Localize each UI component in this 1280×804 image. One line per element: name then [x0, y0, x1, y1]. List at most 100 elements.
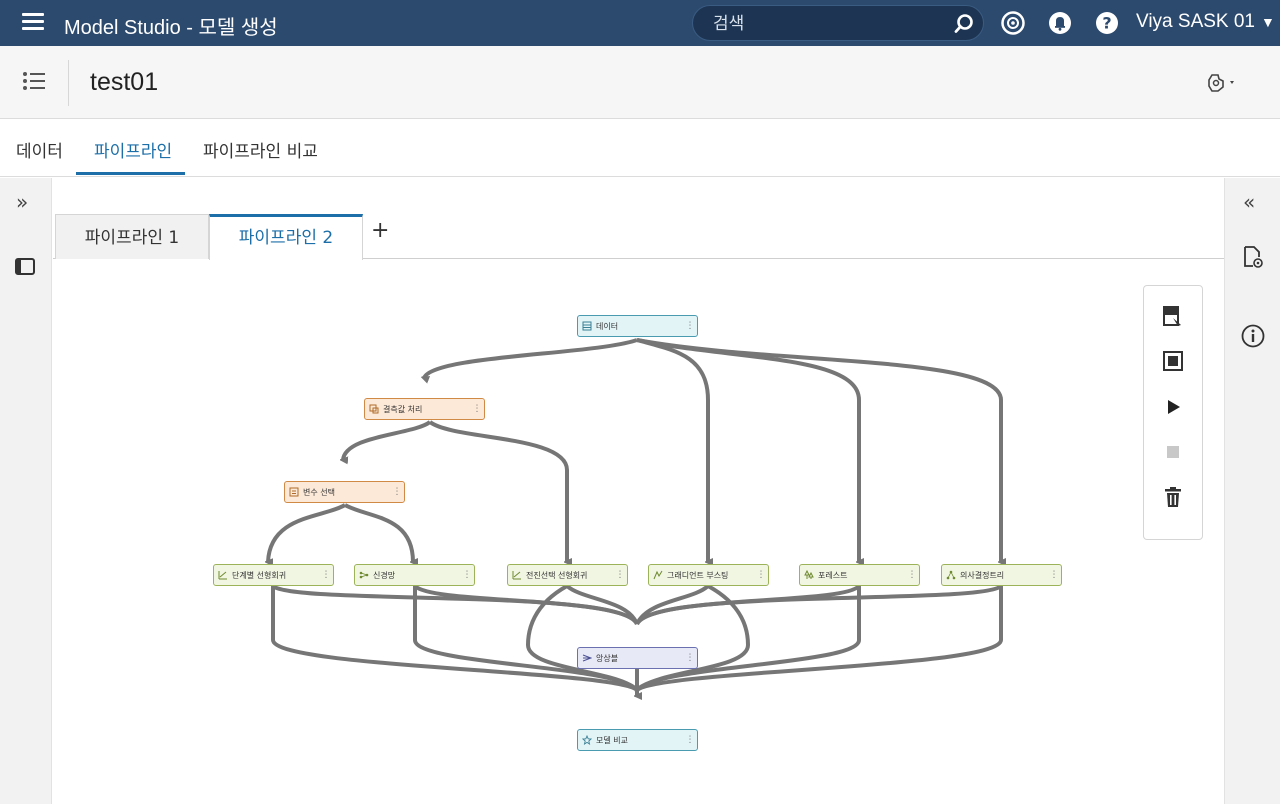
pipeline-tabs: 파이프라인 1 파이프라인 2 + — [53, 214, 1224, 260]
project-header: test01 — [0, 46, 1280, 119]
history-icon[interactable] — [1000, 10, 1026, 36]
node-menu-icon[interactable]: ⋮ — [392, 487, 402, 497]
edit-node-icon[interactable] — [1161, 304, 1185, 328]
data-icon — [582, 321, 592, 331]
search-input[interactable] — [713, 13, 943, 35]
collapse-right-panel-icon[interactable]: « — [1243, 190, 1256, 214]
node-label: 결측값 처리 — [383, 404, 423, 414]
node-impute[interactable]: 결측값 처리 ⋮ — [364, 398, 485, 420]
node-label: 모델 비교 — [596, 735, 628, 745]
node-variable-selection[interactable]: 변수 선택 ⋮ — [284, 481, 405, 503]
node-menu-icon[interactable]: ⋮ — [462, 570, 472, 580]
node-forest[interactable]: 포레스트 ⋮ — [799, 564, 920, 586]
bell-icon[interactable] — [1047, 10, 1073, 36]
node-label: 그래디언트 부스팅 — [667, 570, 729, 580]
edge-data-impute — [424, 338, 638, 378]
edge-stepwise-compare — [271, 586, 637, 690]
help-icon[interactable]: ? — [1094, 10, 1120, 36]
node-gradient-boosting[interactable]: 그래디언트 부스팅 ⋮ — [648, 564, 769, 586]
edge-forest-ensemble — [635, 584, 861, 626]
tab-data[interactable]: 데이터 — [16, 142, 63, 162]
pipeline-toolbar — [1143, 285, 1203, 540]
left-panel: » — [0, 178, 52, 804]
node-model-comparison[interactable]: 모델 비교 ⋮ — [577, 729, 698, 751]
variable-selection-icon — [289, 487, 299, 497]
edge-data-gboost — [636, 338, 708, 562]
node-menu-icon[interactable]: ⋮ — [756, 570, 766, 580]
node-menu-icon[interactable]: ⋮ — [685, 735, 695, 745]
expand-left-panel-icon[interactable]: » — [16, 190, 29, 214]
pipeline-tab-1[interactable]: 파이프라인 1 — [55, 214, 209, 259]
active-tab-indicator — [76, 172, 185, 175]
search-box[interactable] — [692, 5, 984, 41]
list-icon[interactable] — [22, 70, 46, 92]
regression-icon — [512, 571, 521, 580]
select-all-icon[interactable] — [1161, 349, 1185, 373]
node-label: 앙상블 — [596, 653, 619, 663]
edge-data-forest — [636, 338, 859, 562]
tab-pipeline[interactable]: 파이프라인 — [94, 142, 173, 162]
node-label: 신경망 — [373, 570, 396, 580]
node-menu-icon[interactable]: ⋮ — [907, 570, 917, 580]
model-comparison-icon — [582, 735, 592, 745]
node-label: 포레스트 — [818, 570, 848, 580]
node-label: 단계별 선형회귀 — [232, 570, 287, 580]
user-menu[interactable]: Viya SASK 01 ▼ — [1136, 11, 1275, 33]
svg-text:?: ? — [1102, 14, 1111, 33]
pipeline-edges — [53, 338, 1224, 804]
tab-pipeline-compare[interactable]: 파이프라인 비교 — [203, 142, 318, 162]
node-data[interactable]: 데이터 ⋮ — [577, 315, 698, 337]
node-label: 데이터 — [596, 321, 619, 331]
panel-toggle-icon[interactable] — [13, 254, 39, 280]
pipeline-canvas[interactable]: 데이터 ⋮ 결측값 처리 ⋮ 변수 선택 ⋮ 단계별 선형회귀 ⋮ 신경망 ⋮ … — [53, 260, 1224, 804]
node-label: 전진선택 선형회귀 — [526, 570, 588, 580]
node-ensemble[interactable]: 앙상블 ⋮ — [577, 647, 698, 669]
neural-network-icon — [359, 571, 369, 579]
edge-impute-varsel — [343, 420, 432, 460]
edge-impute-forward — [428, 420, 567, 562]
edge-data-dtree — [636, 338, 1001, 562]
edge-forest-compare — [635, 586, 861, 692]
header-divider — [68, 60, 69, 106]
decision-tree-icon — [946, 570, 956, 580]
node-menu-icon[interactable]: ⋮ — [615, 570, 625, 580]
node-menu-icon[interactable]: ⋮ — [321, 570, 331, 580]
node-stepwise-regression[interactable]: 단계별 선형회귀 ⋮ — [213, 564, 334, 586]
impute-icon — [369, 404, 379, 414]
document-settings-icon[interactable] — [1240, 244, 1266, 270]
user-caret-icon: ▼ — [1261, 14, 1275, 30]
node-menu-icon[interactable]: ⋮ — [685, 321, 695, 331]
gradient-boosting-icon — [653, 570, 663, 580]
node-menu-icon[interactable]: ⋮ — [1049, 570, 1059, 580]
app-title: Model Studio - 모델 생성 — [64, 17, 278, 39]
node-menu-icon[interactable]: ⋮ — [685, 653, 695, 663]
stop-icon[interactable] — [1161, 440, 1185, 464]
edge-dtree-compare — [635, 586, 1003, 692]
forest-icon — [804, 570, 814, 579]
edge-varsel-stepwise — [268, 503, 347, 562]
node-label: 의사결정트리 — [960, 570, 1005, 580]
project-name: test01 — [90, 68, 159, 96]
edge-neural-ensemble — [413, 584, 639, 626]
pipeline-tab-2[interactable]: 파이프라인 2 — [209, 214, 363, 260]
edge-dtree-ensemble — [635, 584, 1003, 626]
edge-varsel-neural — [344, 503, 413, 562]
info-icon[interactable] — [1240, 323, 1266, 349]
user-name: Viya SASK 01 — [1136, 11, 1256, 32]
play-icon[interactable] — [1161, 395, 1185, 419]
search-icon[interactable] — [953, 13, 975, 35]
hamburger-menu-icon[interactable] — [22, 13, 44, 31]
regression-icon — [218, 571, 227, 580]
node-neural-network[interactable]: 신경망 ⋮ — [354, 564, 475, 586]
pipeline-area: 파이프라인 1 파이프라인 2 + — [53, 178, 1224, 804]
main-tabs: 데이터 파이프라인 파이프라인 비교 — [0, 119, 1280, 177]
settings-icon[interactable] — [1206, 72, 1240, 94]
node-menu-icon[interactable]: ⋮ — [472, 404, 482, 414]
trash-icon[interactable] — [1161, 485, 1185, 509]
edge-forward-compare — [525, 584, 639, 692]
node-forward-regression[interactable]: 전진선택 선형회귀 ⋮ — [507, 564, 628, 586]
node-decision-tree[interactable]: 의사결정트리 ⋮ — [941, 564, 1062, 586]
add-pipeline-button[interactable]: + — [371, 218, 390, 243]
right-panel: « — [1224, 178, 1280, 804]
node-label: 변수 선택 — [303, 487, 335, 497]
